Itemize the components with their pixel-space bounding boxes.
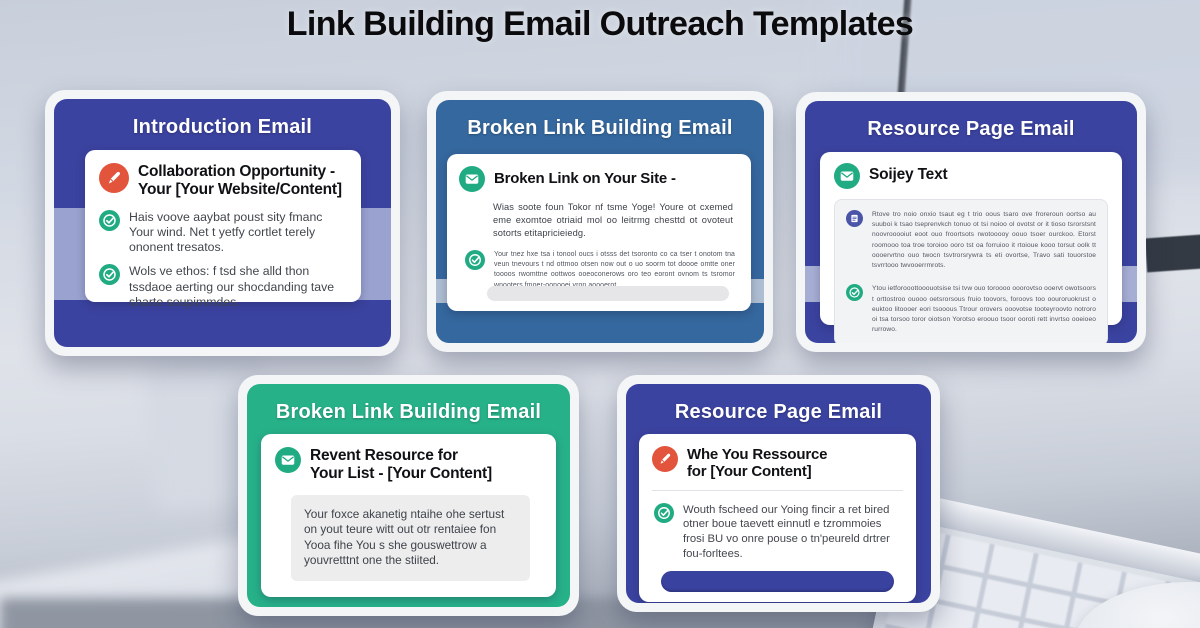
email-subject: Revent Resource for Your List - [Your Co… [310,447,492,482]
card-header-title: Resource Page Email [674,401,883,423]
bullet-list: Hais voove aaybat poust sity fmanc Your … [99,209,347,310]
bullet-text: Hais voove aaybat poust sity fmanc Your … [129,209,323,255]
email-subject: Broken Link on Your Site - [494,170,676,187]
subject-row: Collaboration Opportunity - Your [Your W… [99,163,347,199]
card-introduction-email: Introduction Email Collaboration Opportu… [45,90,400,356]
document-icon [846,210,863,227]
envelope-icon [275,447,301,473]
body-block-text: Ytou ietforooottooouotsise tsi tvw ouo t… [872,285,1096,334]
page-title: Link Building Email Outreach Templates [286,5,914,43]
envelope-icon [834,163,860,189]
card-background: Broken Link Building Email Broken Link o… [436,100,764,343]
card-resource-page-email-top: Resource Page Email Soijey Text Rtove tr… [796,92,1146,352]
card-broken-link-email-top: Broken Link Building Email Broken Link o… [427,91,773,352]
pencil-icon [99,163,129,193]
check-circle-icon [654,503,674,523]
check-circle-icon [846,284,863,301]
card-background: Resource Page Email Soijey Text Rtove tr… [805,101,1137,343]
card-background: Resource Page Email Whe You Ressource fo… [626,384,931,603]
bullet-item: Wols ve ethos: f tsd she alld thon tssda… [99,264,347,310]
divider [652,489,903,491]
bullet-text: Wouth fscheed our Yoing fincir a ret bir… [683,503,890,560]
bullet-item: Your tnez hxe tsa i tonool oucs i otsss … [465,250,735,291]
background-monitor-bar [1144,233,1200,273]
subject-row: Soijey Text [834,163,1108,189]
card-background: Broken Link Building Email Revent Resour… [247,384,570,607]
email-subject: Whe You Ressource for [Your Content] [687,446,828,481]
check-circle-icon [99,210,120,231]
bullet-item: Wouth fscheed our Yoing fincir a ret bir… [654,503,901,562]
email-subject: Collaboration Opportunity - Your [Your W… [138,163,342,198]
subject-row: Whe You Ressource for [Your Content] [652,446,903,481]
bullet-text: Wols ve ethos: f tsd she alld thon tssda… [129,264,335,309]
email-subject: Soijey Text [869,166,948,183]
email-preview-panel: Whe You Ressource for [Your Content] Wou… [639,434,916,602]
email-body-panel: Rtove tro noio onxio tsaut eg t trio oou… [834,199,1108,343]
email-preview-panel: Broken Link on Your Site - Wias soote fo… [447,154,751,311]
card-header-title: Introduction Email [132,116,313,138]
email-preview-panel: Collaboration Opportunity - Your [Your W… [85,150,361,309]
card-header-title: Broken Link Building Email [275,401,542,423]
bullet-item: Hais voove aaybat poust sity fmanc Your … [99,209,347,256]
email-body-text: Your foxce akanetig ntaihe ohe sertust o… [291,494,530,581]
bullet-text: Your tnez hxe tsa i tonool oucs i otsss … [494,250,735,289]
body-block: Ytou ietforooottooouotsise tsi tvw ouo t… [846,284,1096,335]
subject-row: Broken Link on Your Site - [459,166,739,192]
placeholder-bar [487,286,729,301]
body-block-text: Rtove tro noio onxio tsaut eg t trio oou… [872,211,1096,270]
email-preview-panel: Soijey Text Rtove tro noio onxio tsaut e… [820,152,1122,343]
check-circle-icon [465,250,485,270]
card-header-title: Resource Page Email [867,118,1075,140]
pencil-icon [652,446,678,472]
cta-button-pill [661,571,894,592]
card-background: Introduction Email Collaboration Opportu… [54,99,391,347]
body-block: Rtove tro noio onxio tsaut eg t trio oou… [846,210,1096,271]
envelope-icon [459,166,485,192]
subject-row: Revent Resource for Your List - [Your Co… [275,447,542,483]
email-body-text: Wias soote foun Tokor nf tsme Yoge! Your… [493,202,733,239]
email-preview-panel: Revent Resource for Your List - [Your Co… [261,434,556,597]
card-resource-page-email-bottom: Resource Page Email Whe You Ressource fo… [617,375,940,612]
card-broken-link-email-bottom: Broken Link Building Email Revent Resour… [238,375,579,616]
card-header-title: Broken Link Building Email [467,117,733,139]
check-circle-icon [99,264,120,285]
